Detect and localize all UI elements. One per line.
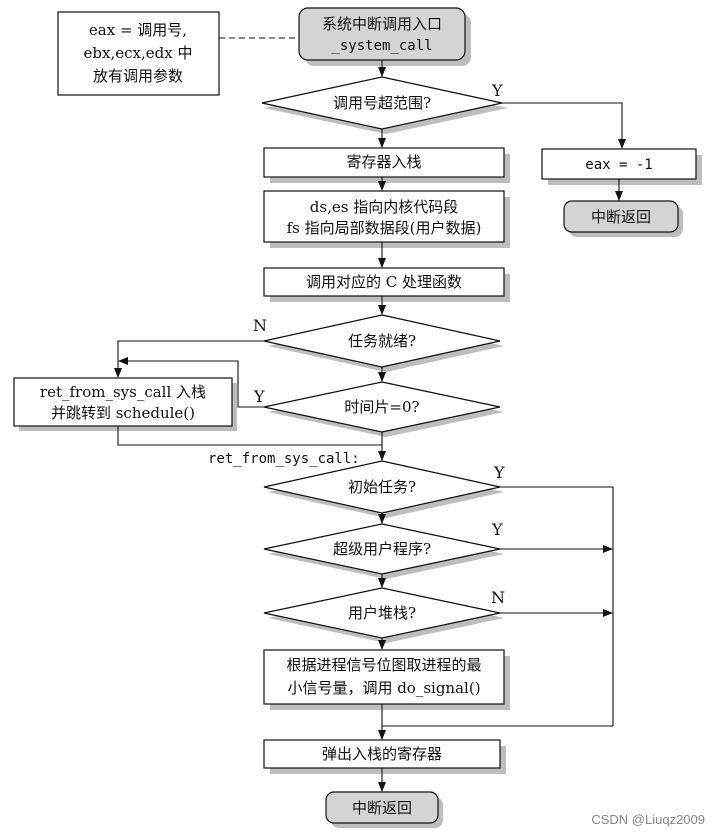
decision-time-slice-text: 时间片=0? [344, 398, 419, 416]
call-handler-box: 调用对应的 C 处理函数 [263, 267, 510, 302]
set-eax-box: eax = -1 [541, 148, 702, 185]
decision-task-ready-text: 任务就绪? [348, 332, 416, 350]
decision-supervisor: 超级用户程序? [263, 523, 504, 579]
note-line-3: 放有调用参数 [93, 67, 183, 85]
ret-from-sys-call-label: ret_from_sys_call: [208, 451, 360, 467]
label-y-range: Y [491, 81, 503, 100]
connectors [114, 60, 626, 792]
schedule-line-2: 并跳转到 schedule() [51, 404, 195, 422]
decision-range: 调用号超范围? [261, 76, 508, 134]
label-n-stack: N [491, 588, 505, 607]
pop-regs-box: 弹出入栈的寄存器 [263, 739, 506, 774]
decision-task-ready: 任务就绪? [263, 314, 504, 372]
note-line-1: eax = 调用号, [89, 21, 187, 39]
start-line-1: 系统中断调用入口 [322, 15, 442, 33]
segment-setup-box: ds,es 指向内核代码段 fs 指向局部数据段(用户数据) [263, 190, 510, 248]
push-regs-text: 寄存器入栈 [346, 153, 421, 171]
return-final-text: 中断返回 [352, 799, 412, 817]
note-line-2: ebx,ecx,edx 中 [84, 44, 193, 62]
decision-init-task: 初始任务? [263, 460, 504, 518]
return-error-text: 中断返回 [591, 208, 651, 226]
return-error-terminal: 中断返回 [563, 200, 683, 237]
label-y-init: Y [493, 463, 505, 482]
signal-line-2: 小信号量，调用 do_signal() [287, 679, 480, 697]
decision-time-slice: 时间片=0? [263, 381, 504, 437]
call-handler-text: 调用对应的 C 处理函数 [306, 273, 462, 291]
pop-regs-text: 弹出入栈的寄存器 [322, 745, 442, 763]
schedule-line-1: ret_from_sys_call 入栈 [40, 383, 206, 401]
decision-init-task-text: 初始任务? [348, 478, 416, 496]
return-final-terminal: 中断返回 [325, 791, 443, 828]
label-y-super: Y [491, 520, 503, 539]
decision-supervisor-text: 超级用户程序? [333, 540, 431, 558]
signal-line-1: 根据进程信号位图取进程的最 [286, 656, 481, 674]
schedule-box: ret_from_sys_call 入栈 并跳转到 schedule() [13, 377, 237, 431]
decision-range-text: 调用号超范围? [333, 94, 431, 112]
push-regs-box: 寄存器入栈 [263, 147, 510, 183]
note-box: eax = 调用号, ebx,ecx,edx 中 放有调用参数 [57, 11, 220, 96]
segment-line-1: ds,es 指向内核代码段 [310, 198, 458, 216]
set-eax-text: eax = -1 [585, 157, 652, 173]
label-n-ready: N [253, 316, 267, 335]
segment-line-2: fs 指向局部数据段(用户数据) [287, 219, 482, 237]
start-line-2: _system_call [331, 38, 432, 54]
decision-user-stack: 用户堆栈? [263, 587, 504, 643]
decision-user-stack-text: 用户堆栈? [348, 604, 416, 622]
watermark: CSDN @Liuqz2009 [591, 812, 705, 827]
signal-box: 根据进程信号位图取进程的最 小信号量，调用 do_signal() [263, 649, 510, 710]
label-y-slice: Y [253, 387, 265, 406]
start-terminal: 系统中断调用入口 _system_call [298, 7, 471, 66]
